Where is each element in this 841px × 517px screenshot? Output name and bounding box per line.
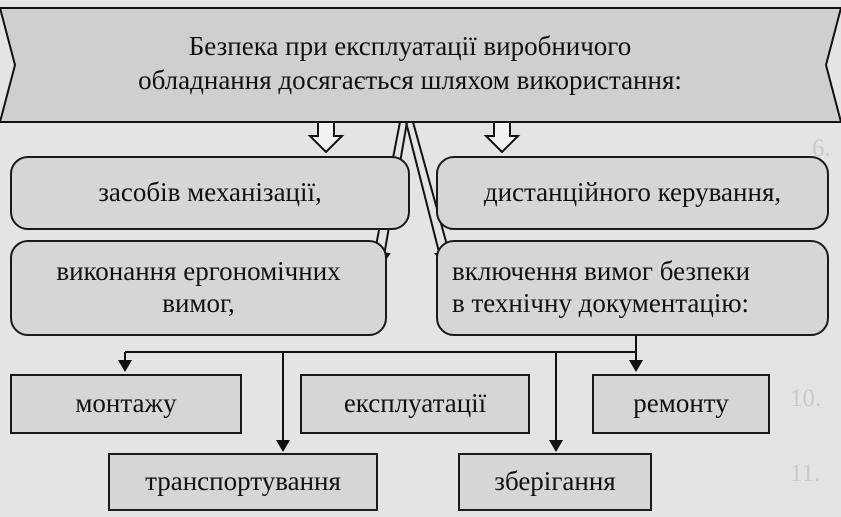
means-label-line: включення вимог безпеки	[452, 256, 751, 287]
means-label-line: в технічну документацію:	[452, 288, 750, 318]
stage-label: зберігання	[494, 466, 616, 497]
stage-label: монтажу	[75, 388, 177, 419]
header-line-1: Безпека при експлуатації виробничого	[188, 31, 632, 61]
means-documentation: включення вимог безпеки в технічну докум…	[436, 240, 829, 336]
bleed-through-text: 10.	[790, 385, 822, 412]
header-shape	[0, 7, 841, 123]
means-label-line: вимог,	[162, 288, 235, 318]
means-mechanization: засобів механізації,	[10, 156, 410, 230]
stage-transportation: транспортування	[108, 453, 378, 511]
stage-label: ремонту	[633, 388, 729, 419]
header-title: Безпека при експлуатації виробничого обл…	[60, 30, 760, 98]
bleed-through-text: 11.	[790, 460, 821, 487]
stage-repair: ремонту	[592, 374, 770, 434]
bleed-through-text: 6.	[812, 135, 831, 162]
means-label: засобів механізації,	[98, 177, 322, 208]
stage-label: транспортування	[145, 466, 341, 497]
stage-label: експлуатації	[343, 388, 487, 419]
stage-installation: монтажу	[10, 374, 242, 434]
hollow-arrow-to-mechanization	[307, 121, 345, 154]
header-line-2: обладнання досягається шляхом використан…	[138, 64, 682, 95]
means-label: дистанційного керування,	[483, 177, 782, 208]
means-ergonomics: виконання ергономічних вимог,	[10, 240, 387, 336]
stage-operation: експлуатації	[300, 374, 530, 434]
stage-storage: зберігання	[458, 453, 652, 511]
hollow-arrow-to-remote-control	[483, 121, 521, 154]
means-remote-control: дистанційного керування,	[436, 156, 829, 230]
means-label-line: виконання ергономічних	[56, 256, 341, 287]
